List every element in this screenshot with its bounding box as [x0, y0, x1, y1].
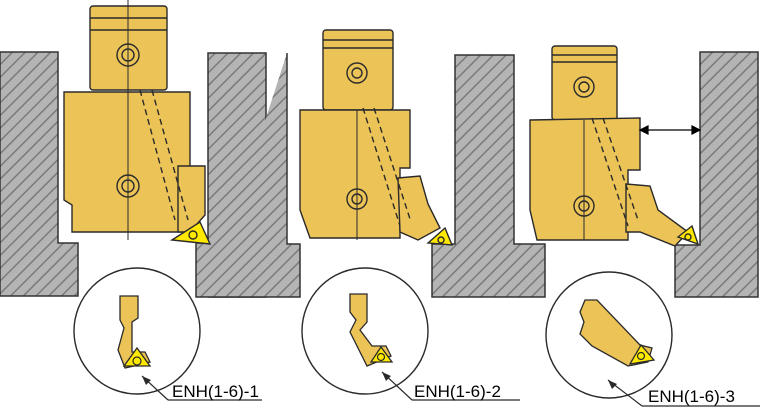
head-1 — [63, 91, 191, 233]
tool-view-2 — [299, 29, 454, 246]
detail-circle-3 — [545, 271, 760, 407]
detail-circle-1 — [73, 267, 262, 401]
view-label-3: ENH(1-6)-3 — [648, 387, 735, 406]
tool-view-3 — [529, 45, 702, 247]
wall-2-left — [208, 53, 301, 298]
wall-3-right — [674, 51, 759, 298]
clearance-arrow — [638, 125, 702, 135]
view-label-1: ENH(1-6)-1 — [172, 382, 259, 401]
tool-view-1 — [63, 0, 212, 245]
view-label-2: ENH(1-6)-2 — [414, 382, 501, 401]
detail-circle-2 — [301, 267, 520, 401]
wall-1-left — [0, 51, 79, 297]
head-2 — [299, 109, 411, 239]
workpiece-walls — [0, 51, 759, 298]
wall-2-right — [431, 54, 546, 298]
